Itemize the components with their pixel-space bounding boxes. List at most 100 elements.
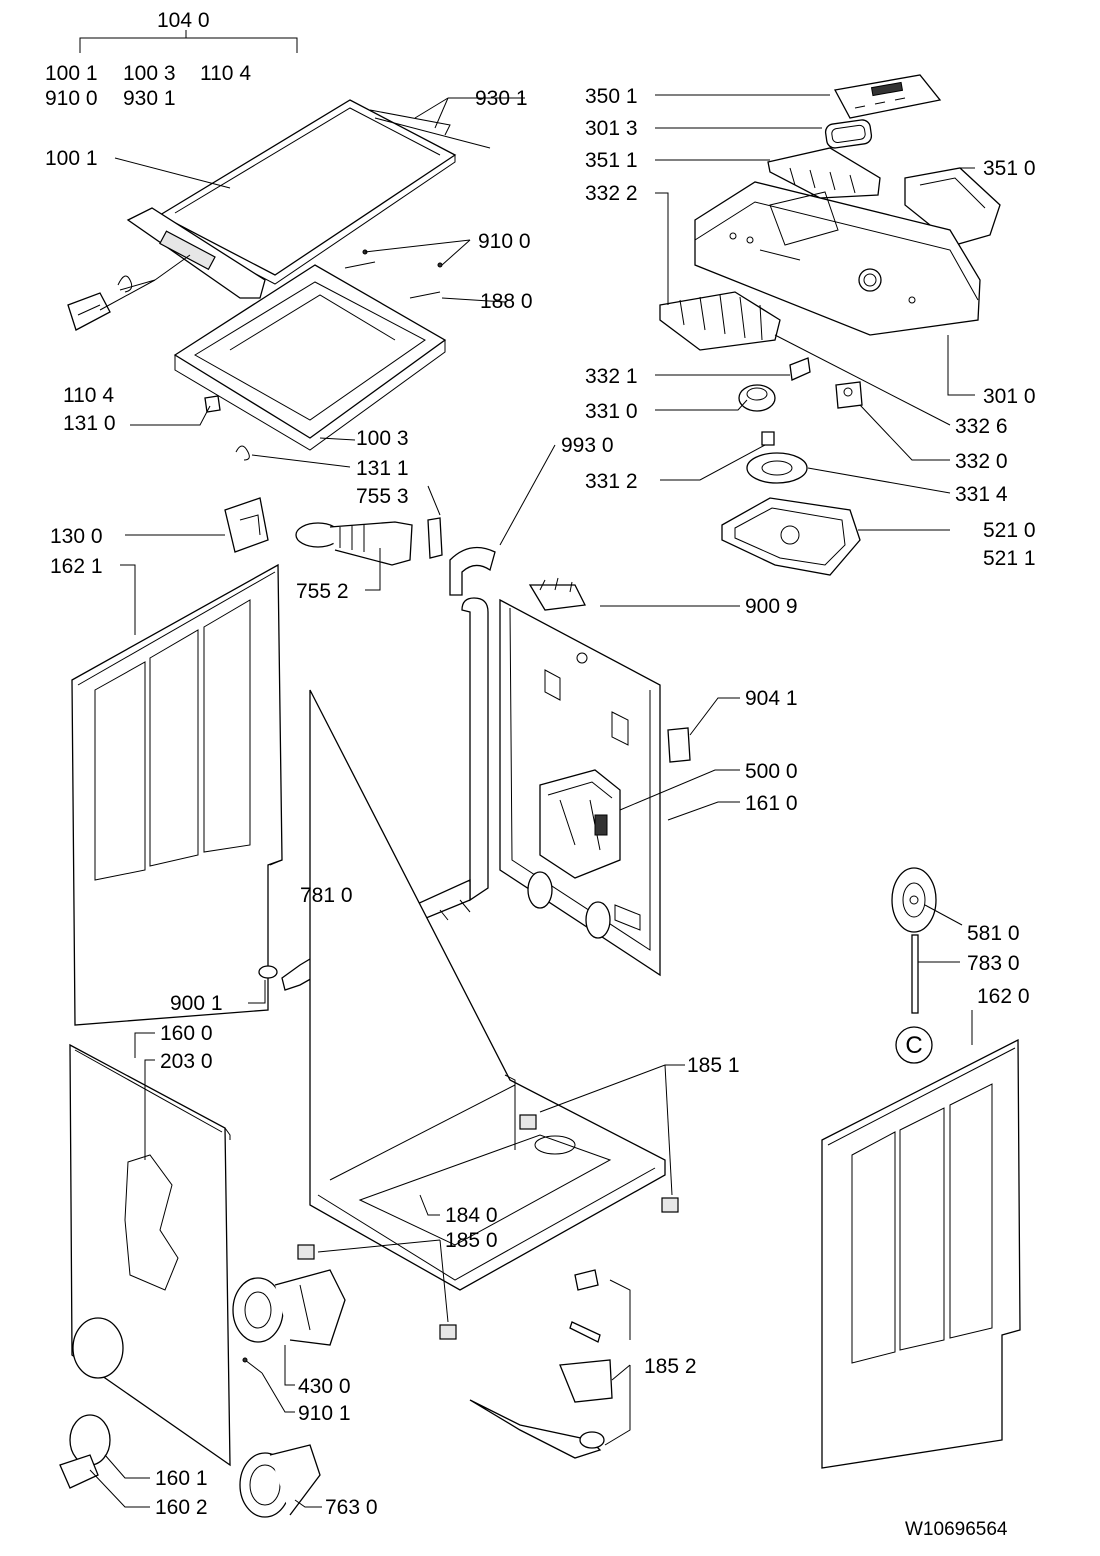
- label-763-0: 763 0: [325, 1496, 378, 1519]
- label-993-0: 993 0: [561, 434, 614, 457]
- label-group: 104 0 100 1 100 3 110 4 910 0 930 1 930 …: [45, 9, 1036, 1540]
- label-184-0: 184 0: [445, 1204, 498, 1227]
- label-160-2: 160 2: [155, 1496, 208, 1519]
- label-203-0: 203 0: [160, 1050, 213, 1073]
- label-131-1: 131 1: [356, 457, 409, 480]
- label-100-1-top: 100 1: [45, 62, 98, 85]
- reference-c-label: C: [905, 1032, 922, 1059]
- label-100-1: 100 1: [45, 147, 98, 170]
- label-162-0: 162 0: [977, 985, 1030, 1008]
- leaders-control: [655, 94, 975, 531]
- label-351-0: 351 0: [983, 157, 1036, 180]
- spring-1104: [117, 275, 133, 293]
- valve-3320: [835, 381, 863, 409]
- label-755-2: 755 2: [296, 580, 349, 603]
- label-781-0: 781 0: [300, 884, 353, 907]
- label-301-0: 301 0: [983, 385, 1036, 408]
- label-350-1: 350 1: [585, 85, 638, 108]
- clamp-9001: [258, 965, 278, 979]
- lens-3013: [824, 119, 873, 149]
- label-100-3: 100 3: [356, 427, 409, 450]
- label-500-0: 500 0: [745, 760, 798, 783]
- filter-7630: [239, 1444, 321, 1518]
- lock-1310: [204, 395, 221, 413]
- leaders-foot: [604, 1279, 631, 1446]
- pressure-switch-1300: [224, 497, 269, 553]
- leaders-top-left: [99, 97, 525, 468]
- shaft-7830: [911, 934, 919, 1014]
- label-100-3-top: 100 3: [123, 62, 176, 85]
- foot-parts-1852: [469, 1269, 613, 1459]
- label-185-0: 185 0: [445, 1229, 498, 1252]
- motor-control-5000: [539, 769, 621, 879]
- right-side-panel-1620: [821, 1038, 1021, 1469]
- label-331-0: 331 0: [585, 400, 638, 423]
- support-5210: [721, 497, 861, 576]
- label-755-3: 755 3: [356, 485, 409, 508]
- lid-rods-930: [369, 109, 491, 149]
- label-332-2: 332 2: [585, 182, 638, 205]
- feet-1850: [297, 1244, 457, 1340]
- hinge-clip-1104: [67, 292, 111, 331]
- label-910-0: 910 0: [478, 230, 531, 253]
- label-161-0: 161 0: [745, 792, 798, 815]
- knob-3310: [738, 384, 776, 412]
- elbow-9930: [449, 546, 496, 596]
- clip-9041: [667, 727, 691, 763]
- label-332-0: 332 0: [955, 450, 1008, 473]
- label-185-2: 185 2: [644, 1355, 697, 1378]
- leaders-rear: [600, 605, 740, 821]
- label-910-0-top: 910 0: [45, 87, 98, 110]
- drain-pump-4300: [232, 1269, 346, 1346]
- button-set-3322: [659, 291, 781, 351]
- feet-1851: [519, 1114, 679, 1213]
- label-104-0: 104 0: [157, 9, 210, 32]
- label-581-0: 581 0: [967, 922, 1020, 945]
- label-331-4: 331 4: [955, 483, 1008, 506]
- reference-c: [895, 1026, 933, 1064]
- button-carrier-3511: [767, 147, 881, 199]
- switch-3321: [789, 357, 811, 381]
- lid-handle-1104: [126, 207, 266, 299]
- leaders-front: [89, 1032, 155, 1508]
- base-frame-1840: [309, 689, 666, 1291]
- label-900-9: 900 9: [745, 595, 798, 618]
- leaders-mid-left: [120, 444, 556, 635]
- spring-1311: [235, 445, 250, 461]
- latch-1602: [59, 1454, 99, 1489]
- leaders-right: [918, 904, 973, 1045]
- label-910-1: 910 1: [298, 1402, 351, 1425]
- label-930-1-top: 930 1: [123, 87, 176, 110]
- label-110-4: 110 4: [63, 384, 114, 407]
- label-110-4-top: 110 4: [200, 62, 251, 85]
- label-783-0: 783 0: [967, 952, 1020, 975]
- label-904-1: 904 1: [745, 687, 798, 710]
- label-162-1: 162 1: [50, 555, 103, 578]
- label-930-1: 930 1: [475, 87, 528, 110]
- label-331-2: 331 2: [585, 470, 638, 493]
- pulley-5810: [891, 867, 937, 933]
- dial-3314: [746, 452, 808, 484]
- label-130-0: 130 0: [50, 525, 103, 548]
- label-430-0: 430 0: [298, 1375, 351, 1398]
- label-351-1: 351 1: [585, 149, 638, 172]
- label-521-1: 521 1: [983, 547, 1036, 570]
- pcb-3501: [834, 74, 942, 119]
- control-panel-3010: [694, 181, 981, 336]
- label-301-3: 301 3: [585, 117, 638, 140]
- label-160-1: 160 1: [155, 1467, 208, 1490]
- dispenser-hose-7552: [295, 521, 413, 566]
- group-bracket: [79, 30, 298, 53]
- leaders-base: [317, 1064, 685, 1323]
- label-332-6: 332 6: [955, 415, 1008, 438]
- screw-9101: [242, 1357, 263, 1374]
- clip-7553: [427, 517, 443, 559]
- label-521-0: 521 0: [983, 519, 1036, 542]
- label-188-0: 188 0: [480, 290, 533, 313]
- label-185-1: 185 1: [687, 1054, 740, 1077]
- label-131-0: 131 0: [63, 412, 116, 435]
- label-332-1: 332 1: [585, 365, 638, 388]
- left-side-panel-1621: [71, 563, 283, 1026]
